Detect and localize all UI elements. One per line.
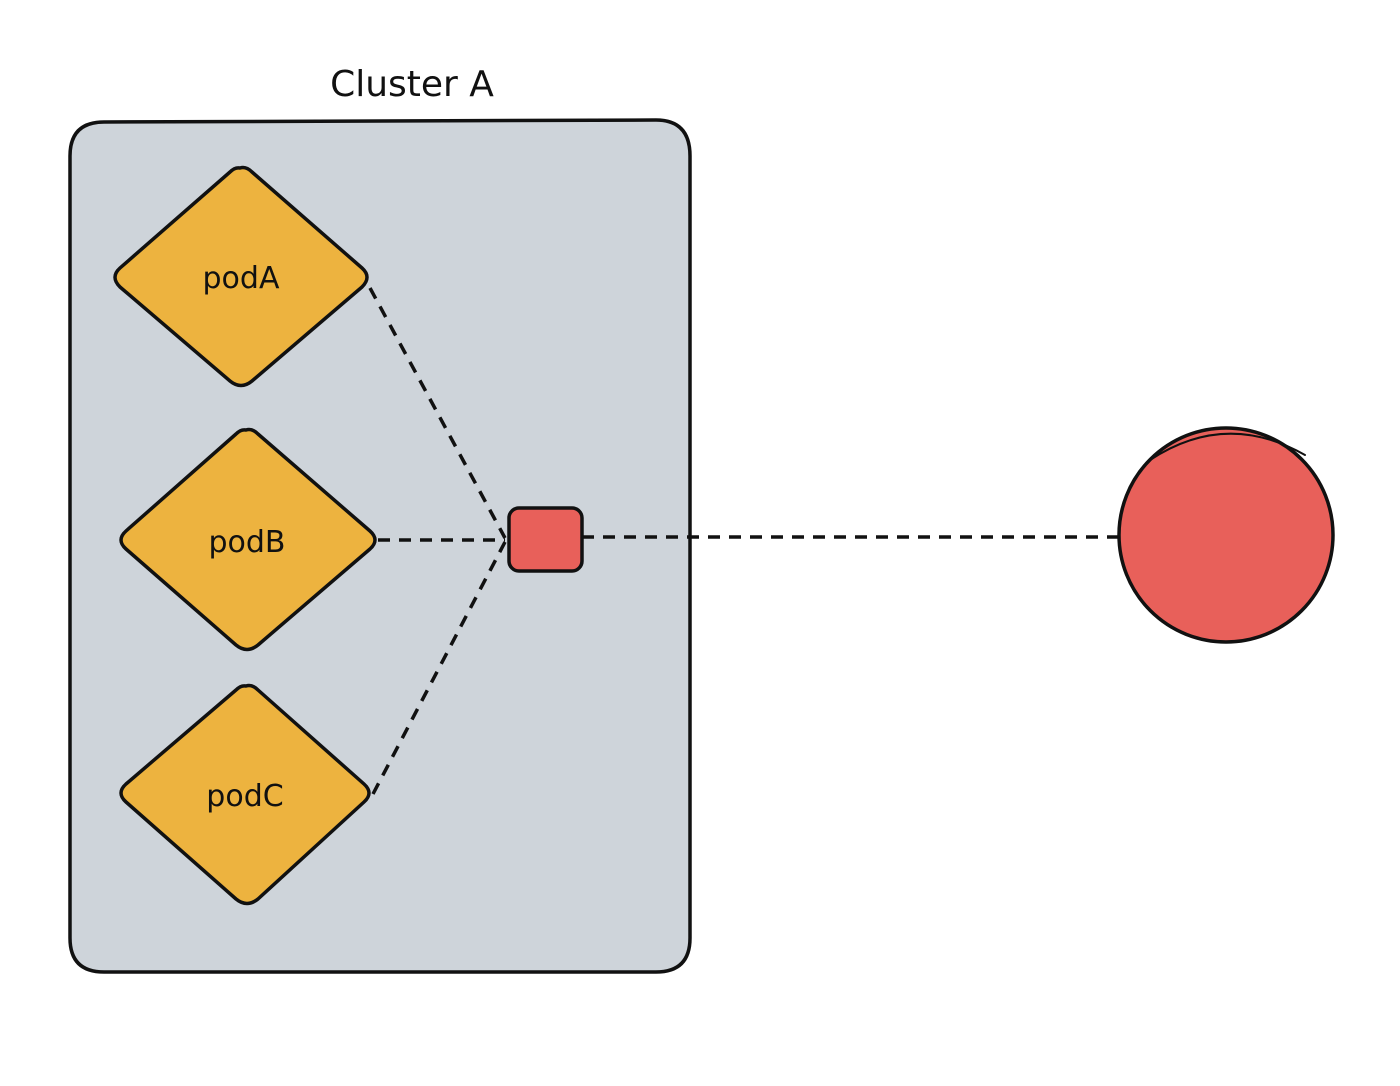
external-node-circle — [1117, 426, 1335, 644]
external-node-sketch-stroke — [1149, 432, 1306, 461]
pod-b[interactable]: podB — [119, 427, 377, 652]
edges — [368, 287, 1118, 795]
gateway[interactable] — [507, 506, 584, 573]
edge-podc-gateway — [371, 541, 507, 795]
gateway-square — [507, 506, 584, 573]
pod-a[interactable]: podA — [113, 165, 369, 388]
pod-a-diamond — [113, 165, 369, 388]
pod-c-diamond — [119, 683, 371, 906]
pod-a-label: podA — [203, 261, 280, 296]
cluster-title: Cluster A — [330, 64, 494, 105]
external-node[interactable] — [1117, 426, 1335, 644]
pod-b-label: podB — [208, 525, 285, 560]
pod-c-label: podC — [206, 779, 283, 814]
edge-poda-gateway — [368, 287, 507, 539]
pod-c[interactable]: podC — [119, 683, 371, 906]
pod-b-diamond — [119, 427, 377, 652]
